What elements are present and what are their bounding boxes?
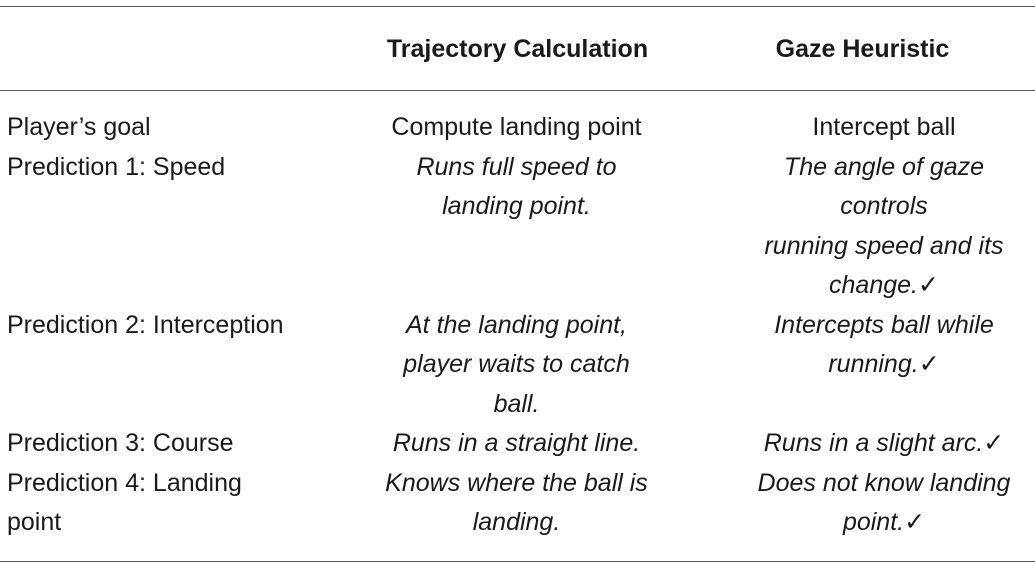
gaze-cell-line: Runs in a slight arc.✓ [733,424,1035,464]
gaze-cell-line: controls [733,187,1035,227]
table-header: Trajectory Calculation Gaze Heuristic [0,31,1035,67]
gaze-cell-text: Intercepts ball while [774,310,994,339]
row-label-line: Prediction 1: Speed [7,148,300,188]
trajectory-cell: Runs in a straight line. [300,424,733,464]
trajectory-cell: Compute landing point [300,108,733,148]
gaze-cell-line: change.✓ [733,266,1035,306]
row-label-line: point [7,503,300,543]
gaze-cell-line: point.✓ [733,503,1035,543]
trajectory-cell-text: player waits to catch [403,350,630,378]
check-mark-icon: ✓ [918,271,939,299]
trajectory-cell-line: landing. [300,503,733,543]
row-label-line: Player’s goal [7,108,300,148]
trajectory-cell-line: ball. [300,385,733,425]
trajectory-cell-text: Compute landing point [391,113,642,141]
gaze-cell-line: Intercepts ball while [733,306,1035,346]
row-label-text: Prediction 3: Course [7,429,234,457]
row-label-text: point [7,508,62,536]
row-label-text: Prediction 2: Interception [7,310,284,339]
table-bottom-rule [0,561,1035,562]
header-gaze-heuristic: Gaze Heuristic [775,35,950,63]
trajectory-cell-text: ball. [493,389,540,418]
gaze-cell-text: running. [828,350,919,378]
trajectory-cell: Knows where the ball is landing. [300,464,733,543]
gaze-cell-text: point. [842,508,905,536]
trajectory-cell-line: Runs full speed to [300,148,733,188]
trajectory-cell-text: Runs in a straight line. [392,429,641,457]
row-label-text: Player’s goal [7,113,151,141]
trajectory-cell-text: Runs full speed to [416,152,617,181]
row-label: Prediction 2: Interception [0,306,300,425]
gaze-cell-text: Does not know landing [757,468,1011,497]
gaze-cell-text: change. [829,271,918,299]
table-row: Prediction 3: Course Runs in a straight l… [0,424,1035,464]
table-row: Prediction 2: Interception At the landing… [0,306,1035,425]
gaze-cell: Does not know landing point.✓ [733,464,1035,543]
row-label-text: Prediction 1: Speed [7,152,226,181]
trajectory-cell-text: landing. [472,508,561,536]
trajectory-cell-line: player waits to catch [300,345,733,385]
trajectory-cell-line: landing point. [300,187,733,227]
row-label-line: Prediction 4: Landing [7,464,300,504]
gaze-cell-text: The angle of gaze [783,152,985,181]
row-label-line: Prediction 3: Course [7,424,300,464]
table-row: Player’s goal Compute landing point Interc… [0,108,1035,148]
row-label: Prediction 4: Landing point [0,464,300,543]
table-row: Prediction 1: Speed Runs full speed to lan… [0,148,1035,306]
gaze-cell: Intercepts ball while running.✓ [733,306,1035,425]
gaze-cell-text: running speed and its [764,231,1004,260]
row-label: Prediction 1: Speed [0,148,300,306]
table-header-rule [0,90,1035,91]
table-top-rule [0,6,1035,7]
gaze-cell-line: running.✓ [733,345,1035,385]
trajectory-cell-line: At the landing point, [300,306,733,346]
row-label: Prediction 3: Course [0,424,300,464]
trajectory-cell-line: Knows where the ball is [300,464,733,504]
trajectory-cell-text: Knows where the ball is [385,468,648,497]
gaze-cell-text: controls [840,192,928,220]
check-mark-icon: ✓ [904,508,926,536]
gaze-cell: Intercept ball [733,108,1035,148]
gaze-cell-line: Does not know landing [733,464,1035,504]
trajectory-cell: Runs full speed to landing point. [300,148,733,306]
row-label-line: Prediction 2: Interception [7,306,300,346]
trajectory-cell-text: At the landing point, [406,310,627,339]
gaze-cell-line: Intercept ball [733,108,1035,148]
row-label-text: Prediction 4: Landing [7,468,242,497]
gaze-cell: Runs in a slight arc.✓ [733,424,1035,464]
gaze-cell-line: The angle of gaze [733,148,1035,188]
gaze-cell: The angle of gaze controls running speed a… [733,148,1035,306]
check-mark-icon: ✓ [983,429,1005,457]
header-trajectory-calculation: Trajectory Calculation [386,35,649,63]
gaze-cell-text: Intercept ball [812,113,956,141]
check-mark-icon: ✓ [918,350,940,378]
trajectory-cell-line: Compute landing point [300,108,733,148]
row-label: Player’s goal [0,108,300,148]
trajectory-cell-line: Runs in a straight line. [300,424,733,464]
trajectory-cell-text: landing point. [442,192,591,220]
trajectory-cell: At the landing point, player waits to cat… [300,306,733,425]
table-row: Prediction 4: Landing point Knows where th… [0,464,1035,543]
gaze-cell-text: Runs in a slight arc. [763,429,984,457]
gaze-cell-line: running speed and its [733,227,1035,267]
